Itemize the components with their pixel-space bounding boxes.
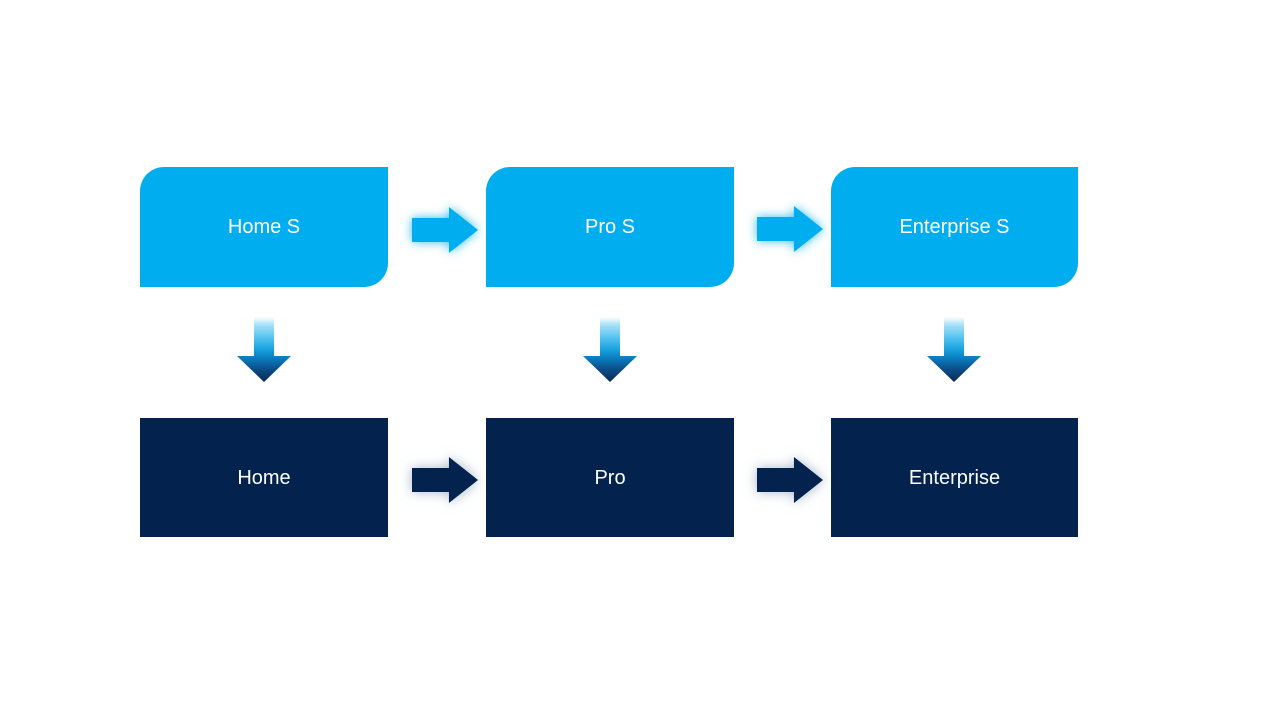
process-box-pro: Pro	[486, 418, 734, 537]
process-box-home-s: Home S	[140, 167, 388, 287]
process-box-enterprise-s: Enterprise S	[831, 167, 1078, 287]
right-arrow-icon	[757, 206, 823, 252]
process-box-label: Enterprise	[908, 466, 1001, 489]
process-box-label: Home S	[227, 216, 301, 238]
process-box-home: Home	[140, 418, 388, 537]
process-box-label: Enterprise S	[899, 216, 1010, 238]
down-arrow-icon	[237, 317, 291, 382]
down-arrow-icon	[927, 317, 981, 382]
process-box-label: Home	[237, 466, 291, 489]
right-arrow-icon	[757, 457, 823, 503]
down-arrow-icon	[583, 317, 637, 382]
process-box-enterprise: Enterprise	[831, 418, 1078, 537]
right-arrow-icon	[412, 207, 478, 253]
process-box-label: Pro	[594, 466, 626, 489]
right-arrow-icon	[412, 457, 478, 503]
process-box-label: Pro S	[584, 216, 636, 238]
process-box-pro-s: Pro S	[486, 167, 734, 287]
